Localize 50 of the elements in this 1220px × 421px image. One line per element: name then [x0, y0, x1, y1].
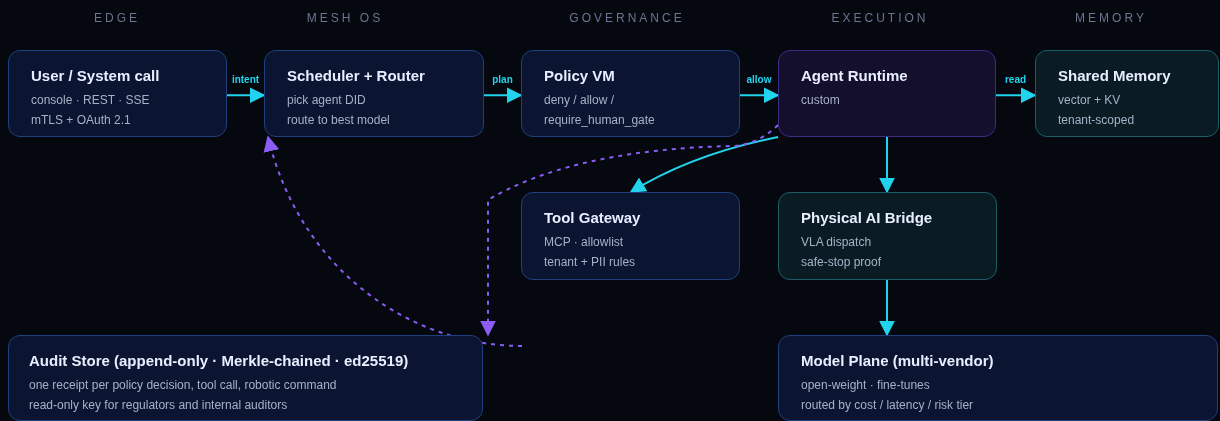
- node-detail: route to best model: [287, 112, 391, 129]
- node-detail: custom: [801, 92, 841, 109]
- column-heading: GOVERNANCE: [569, 11, 685, 25]
- arrow: [226, 87, 266, 104]
- column-heading: MEMORY: [1075, 11, 1147, 25]
- column-heading: EXECUTION: [831, 11, 929, 25]
- node-detail: safe-stop proof: [801, 254, 883, 271]
- node-detail: routed by cost / latency / risk tier: [801, 397, 975, 414]
- node-detail: one receipt per policy decision, tool call, robotic command: [29, 377, 338, 394]
- arrow: [879, 136, 895, 194]
- node-title: Audit Store (append-only · Merkle-chained · ed25519): [29, 351, 410, 371]
- arrow: [480, 124, 779, 337]
- node-title: Physical AI Bridge: [801, 208, 934, 228]
- arrow: [629, 136, 779, 193]
- arrow: [739, 87, 780, 104]
- node-detail: vector + KV: [1058, 92, 1122, 109]
- node-detail: mTLS + OAuth 2.1: [31, 112, 132, 129]
- node-title: User / System call: [31, 66, 161, 86]
- process-box: [778, 335, 1218, 421]
- process-box: [1035, 50, 1219, 137]
- process-box: [778, 192, 997, 280]
- process-box: [264, 50, 484, 137]
- node-detail: console · REST · SSE: [31, 92, 151, 109]
- node-detail: VLA dispatch: [801, 234, 873, 251]
- node-title: Tool Gateway: [544, 208, 642, 228]
- node-detail: tenant + PII rules: [544, 254, 637, 271]
- node-detail: open-weight · fine-tunes: [801, 377, 931, 394]
- node-detail: tenant-scoped: [1058, 112, 1136, 129]
- node-title: Scheduler + Router: [287, 66, 426, 86]
- process-box: [778, 50, 996, 137]
- node-detail: MCP · allowlist: [544, 234, 625, 251]
- node-detail: deny / allow /: [544, 92, 616, 109]
- node-title: Model Plane (multi-vendor): [801, 351, 995, 371]
- node-title: Policy VM: [544, 66, 616, 86]
- column-heading: MESH OS: [306, 11, 384, 25]
- process-box: [521, 192, 740, 280]
- column-heading: EDGE: [94, 11, 140, 25]
- node-detail: pick agent DID: [287, 92, 367, 109]
- arrow: [995, 87, 1037, 104]
- node-detail: read-only key for regulators and internal auditors: [29, 397, 289, 414]
- node-detail: require_human_gate: [544, 112, 656, 129]
- arrow: [264, 135, 523, 347]
- edge-label: plan: [491, 74, 514, 87]
- arrow: [879, 279, 895, 337]
- node-title: Agent Runtime: [801, 66, 909, 86]
- arrow: [483, 87, 523, 104]
- process-box: [8, 335, 483, 421]
- node-title: Shared Memory: [1058, 66, 1172, 86]
- process-box: [521, 50, 740, 137]
- process-box: [8, 50, 227, 137]
